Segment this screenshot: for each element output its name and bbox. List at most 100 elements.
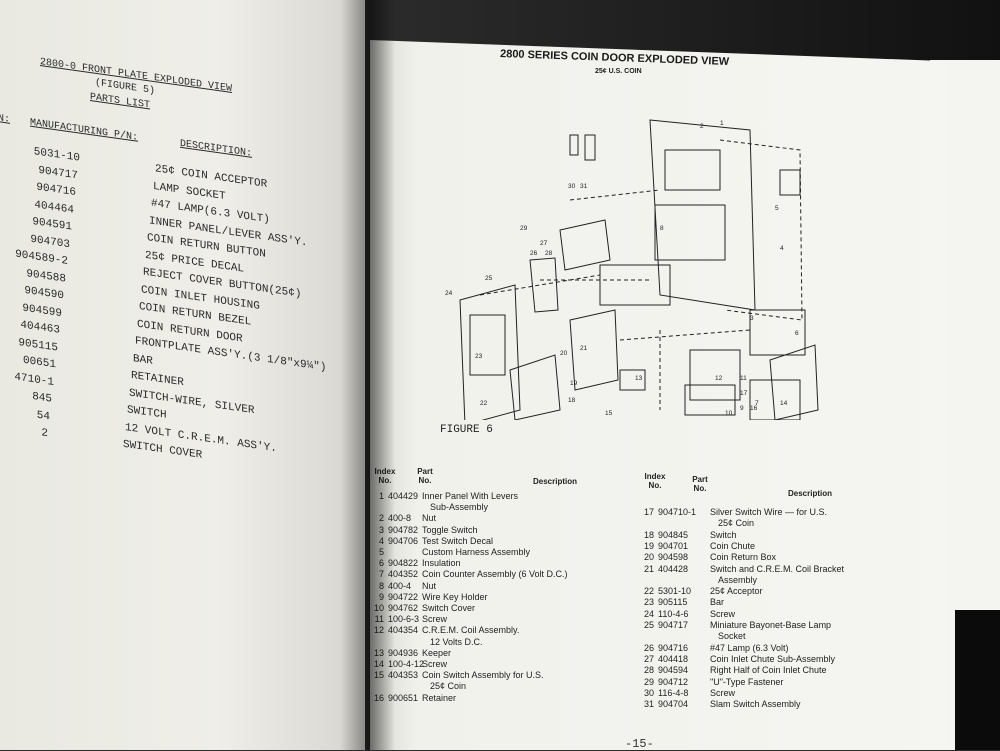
part-description: Toggle Switch (422, 524, 478, 535)
part-description-cont: Socket (718, 631, 746, 642)
callout-number: 1 (720, 120, 724, 127)
callout-number: 6 (795, 330, 799, 337)
exploded-view-diagram: 1234567891011121314151617181920212223242… (445, 119, 819, 420)
index-number: 21 (643, 563, 654, 574)
callout-number: 28 (545, 250, 553, 257)
right-page: 2800 SERIES COIN DOOR EXPLODED VIEW 25¢ … (370, 40, 950, 750)
part-description: Wire Key Holder (422, 591, 488, 602)
part-number: 904762 (388, 603, 419, 613)
callout-number: 13 (635, 375, 643, 382)
part-number: 904822 (388, 558, 419, 569)
part-description: Switch Cover (422, 603, 476, 613)
part-description: Coin Switch Assembly for U.S. (422, 670, 544, 681)
part-description: Miniature Bayonet-Base Lamp (710, 620, 832, 630)
callout-number: 20 (560, 350, 568, 357)
index-number: 22 (643, 586, 654, 597)
index-number: 29 (643, 676, 654, 687)
header-index-2: Index No. (644, 472, 666, 490)
coin-acceptor (459, 284, 521, 420)
index-number: 19 (643, 540, 654, 551)
part-number: 904710-1 (658, 507, 697, 517)
part-number: 904594 (658, 665, 689, 676)
callout-number: 27 (540, 240, 548, 247)
part-number: 904706 (388, 535, 419, 546)
coin-counter-assembly (689, 349, 741, 401)
callout-number: 8 (660, 225, 664, 232)
callout-number: 23 (475, 353, 483, 360)
part-number: 404352 (388, 569, 419, 580)
part-number: 904712 (658, 676, 689, 687)
part-number: 904704 (658, 699, 689, 710)
page-number: -15- (625, 737, 654, 751)
left-part-description: RETAINER (131, 369, 184, 390)
part-description: Silver Switch Wire — for U.S. (710, 507, 828, 517)
part-number: 904598 (658, 552, 689, 563)
index-number: 23 (643, 597, 654, 608)
part-description: Right Half of Coin Inlet Chute (710, 665, 827, 676)
index-number: 27 (643, 653, 654, 664)
callout-number: 4 (780, 245, 784, 252)
col-desc-header: DESCRIPTION: (180, 138, 253, 160)
callout-number: 25 (485, 275, 493, 282)
coin-mechanism-middle (654, 204, 726, 261)
part-number: 400-8 (388, 513, 412, 524)
part-number: 904722 (388, 591, 419, 602)
callout-number: 18 (568, 397, 576, 404)
part-description-cont: Assembly (718, 574, 758, 585)
part-number: 404429 (388, 491, 419, 501)
part-description: Coin Inlet Chute Sub-Assembly (710, 653, 836, 664)
part-number: 904717 (658, 620, 689, 630)
part-description: Screw (422, 659, 448, 669)
part-description-cont: Sub-Assembly (430, 502, 489, 513)
part-description: Custom Harness Assembly (422, 547, 531, 557)
callout-number: 16 (750, 405, 758, 412)
part-number: 404428 (658, 563, 689, 574)
part-description: Nut (422, 513, 437, 524)
part-description: Switch (710, 529, 737, 540)
part-description: 25¢ Acceptor (710, 586, 763, 597)
callout-number: 24 (445, 290, 453, 297)
left-part-description: SWITCH (127, 404, 167, 422)
callout-number: 2 (700, 123, 704, 130)
callout-number: 15 (605, 410, 613, 417)
part-description-cont: 25¢ Coin (430, 681, 467, 692)
part-number: 110-4-6 (658, 608, 689, 619)
part-description: Bar (710, 597, 725, 608)
callout-number: 14 (780, 400, 788, 407)
header-description: Description (532, 477, 577, 486)
index-number: 24 (643, 608, 654, 619)
part-number: 100-6-3 (388, 614, 420, 625)
book-gutter (340, 0, 395, 750)
part-description: Keeper (422, 647, 452, 658)
part-description: Switch and C.R.E.M. Coil Bracket (710, 563, 845, 574)
coin-mechanism-upper (664, 149, 721, 191)
part-description: Nut (422, 580, 437, 591)
part-description: Screw (422, 614, 448, 625)
left-page-content: 2800-0 FRONT PLATE EXPLODED VIEW (FIGURE… (0, 40, 350, 462)
part-description-cont: 12 Volts D.C. (430, 636, 483, 647)
index-number: 30 (643, 687, 654, 698)
header-part: Part No. (417, 467, 433, 485)
part-number: 404354 (388, 625, 419, 636)
part-description: Inner Panel With Levers (422, 491, 519, 501)
callout-number: 21 (580, 345, 588, 352)
index-number: 25 (643, 620, 654, 630)
part-number: 905115 (658, 597, 688, 608)
part-description: Coin Chute (710, 540, 756, 551)
part-description-cont: 25¢ Coin (718, 518, 755, 529)
callout-number: 31 (580, 183, 588, 190)
part-description: Slam Switch Assembly (710, 699, 801, 710)
part-number: 100-4-12 (388, 659, 425, 669)
callout-number: 19 (570, 380, 578, 387)
index-number: 20 (643, 552, 654, 563)
part-description: Retainer (422, 692, 457, 703)
part-number: 400-4 (388, 580, 412, 591)
callout-number: 12 (715, 375, 723, 382)
col-index-fragment: N: (0, 113, 11, 126)
index-number: 26 (643, 642, 654, 653)
index-number: 31 (643, 699, 654, 710)
part-number: 5301-10 (658, 586, 692, 597)
index-number: 18 (643, 529, 654, 540)
col-part-header: MANUFACTURING P/N: (30, 117, 139, 144)
part-description: Coin Return Box (710, 552, 777, 563)
